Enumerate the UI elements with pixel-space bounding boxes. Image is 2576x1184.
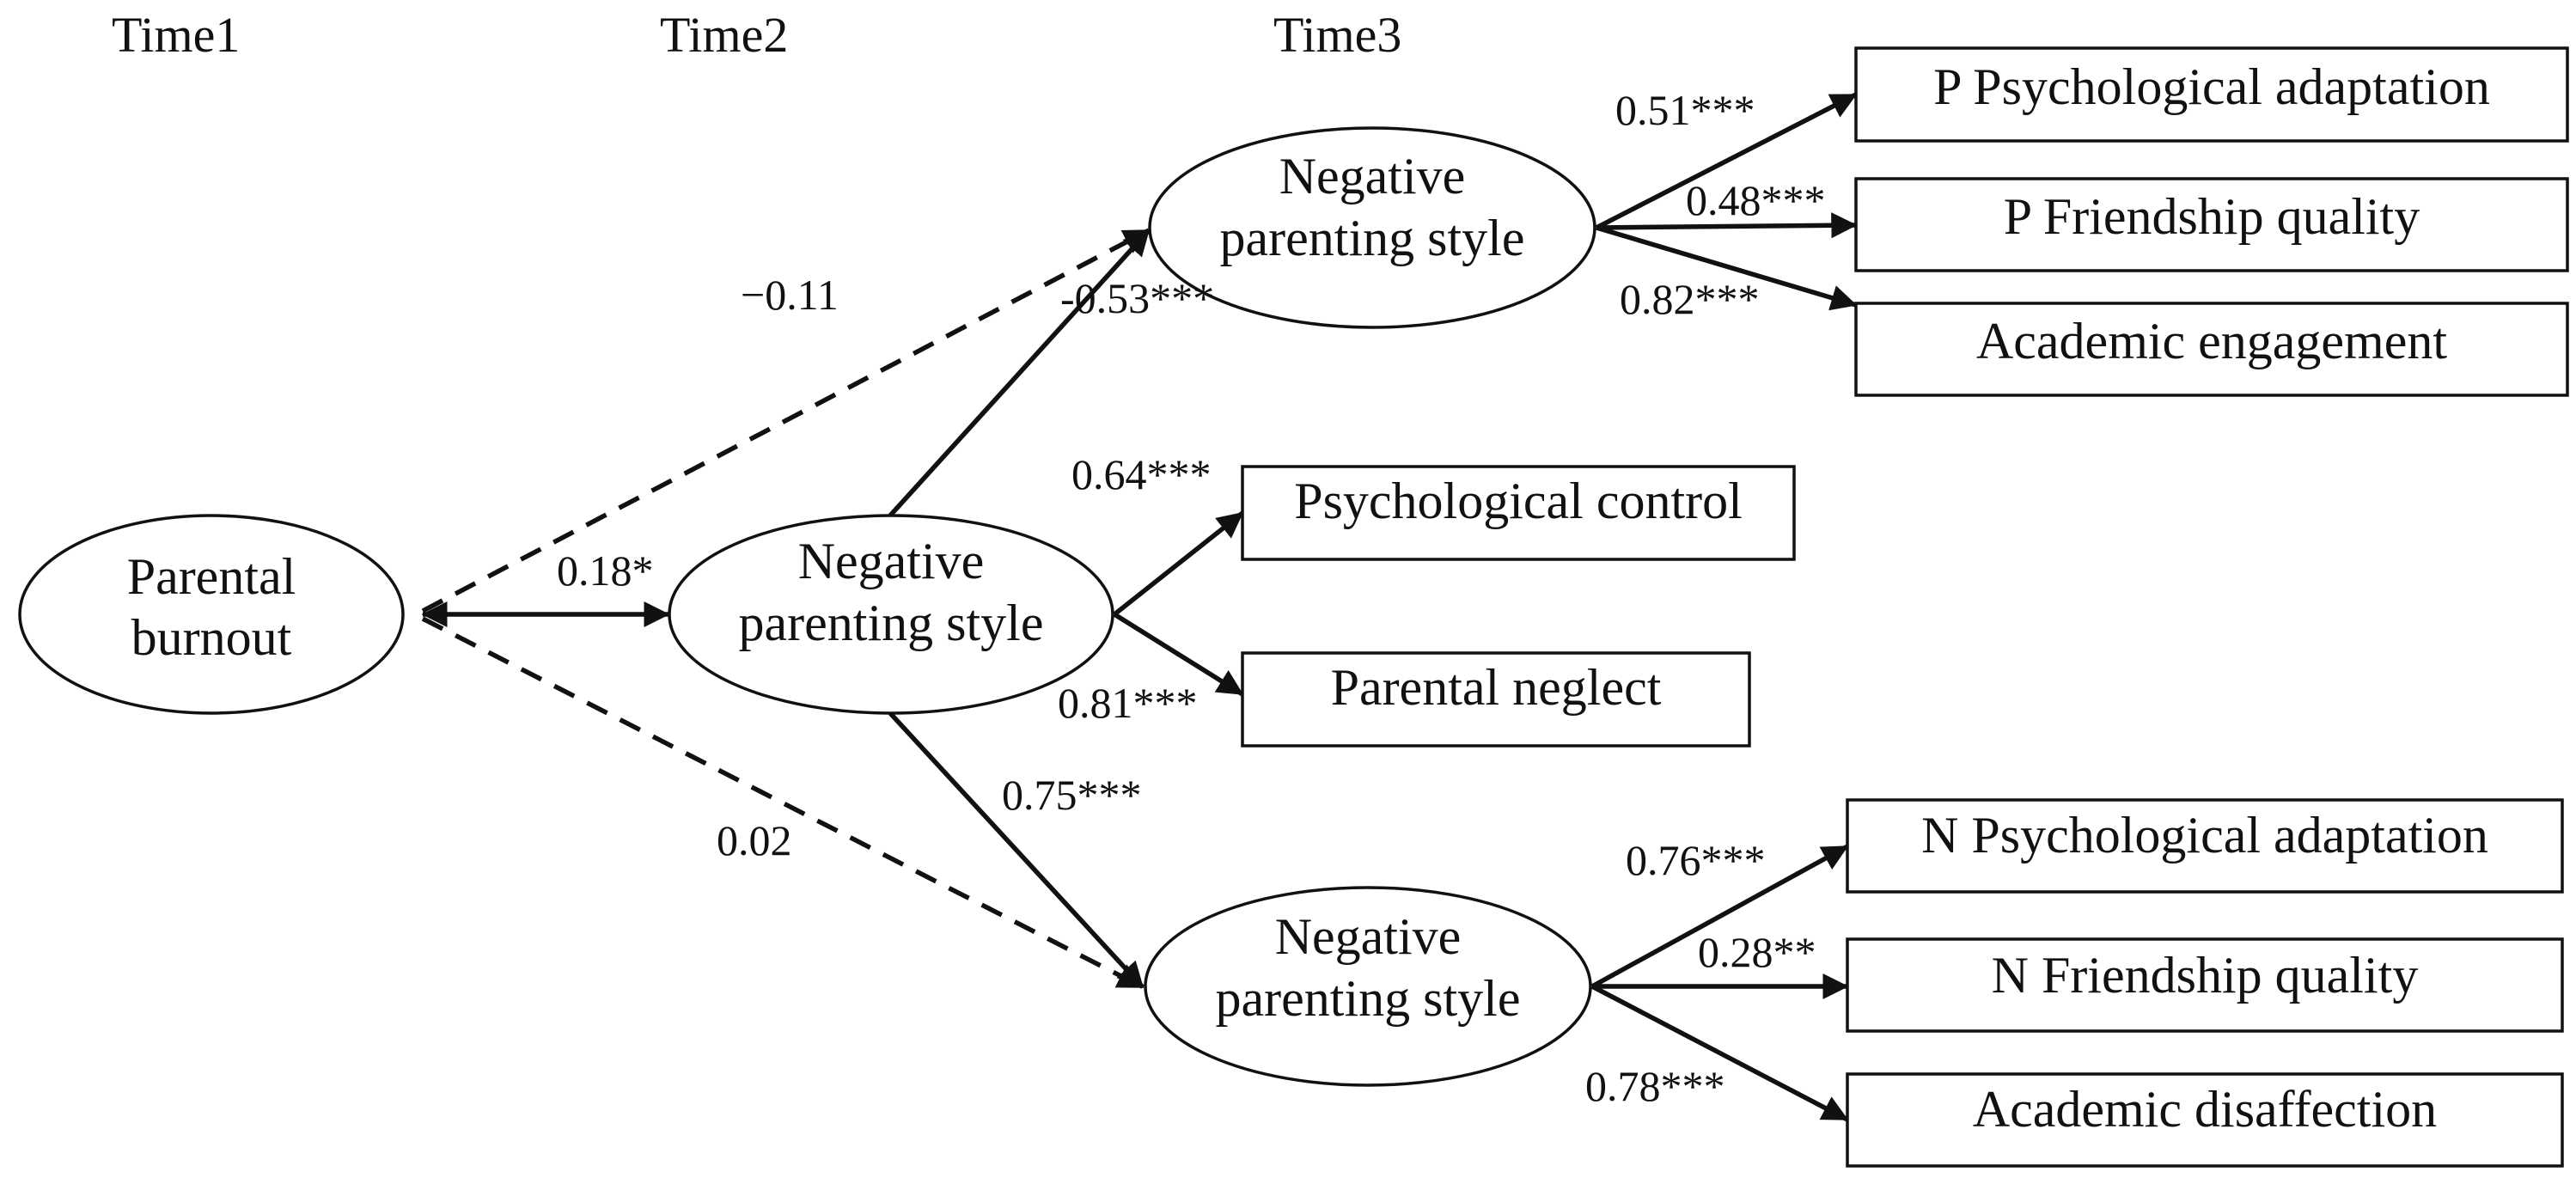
coef-academic-disaffection: 0.78*** (1585, 1062, 1725, 1110)
indicator-p-psychological-adaptation: P Psychological adaptation (1854, 46, 2569, 143)
path-top-to-p-psychological-adaptation (1595, 92, 1858, 230)
coef-nps2-to-top: -0.53*** (1060, 274, 1214, 322)
svg-text:P Psychological adaptation: P Psychological adaptation (1933, 58, 2490, 115)
svg-text:parenting style: parenting style (739, 595, 1044, 651)
path-burnout-to-bottom-negative-style (421, 616, 1145, 990)
svg-text:Academic disaffection: Academic disaffection (1973, 1081, 2437, 1138)
latent-negative-parenting-style-time3-top: Negative parenting style (1148, 126, 1596, 329)
coef-burnout-to-top: −0.11 (741, 271, 839, 319)
time2-header: Time2 (660, 7, 788, 63)
path-bottom-to-n-psychological-adaptation (1590, 844, 1849, 989)
coef-nps2-to-bottom: 0.75*** (1002, 771, 1142, 819)
latent-negative-parenting-style-time2: Negative parenting style (668, 514, 1114, 715)
time1-header: Time1 (112, 7, 240, 63)
path-nps2-to-bottom-negative-style (888, 711, 1145, 989)
svg-text:parenting style: parenting style (1216, 970, 1521, 1027)
svg-text:parenting style: parenting style (1220, 210, 1525, 266)
coef-n-friendship-quality: 0.28** (1698, 928, 1816, 976)
svg-text:P Friendship quality: P Friendship quality (2004, 188, 2420, 245)
svg-text:Negative: Negative (1279, 148, 1466, 204)
indicator-n-psychological-adaptation: N Psychological adaptation (1846, 798, 2564, 894)
coef-n-psychological-adaptation: 0.76*** (1626, 836, 1766, 884)
svg-text:N Friendship quality: N Friendship quality (1992, 947, 2419, 1004)
path-nps2-to-top-negative-style (888, 229, 1151, 517)
svg-text:burnout: burnout (131, 609, 292, 666)
time3-header: Time3 (1273, 7, 1401, 63)
indicator-psychological-control: Psychological control (1241, 465, 1796, 561)
latent-parental-burnout: Parental burnout (18, 514, 405, 715)
svg-text:Negative: Negative (798, 533, 985, 589)
path-nps2-to-psychological-control (1113, 510, 1244, 617)
indicator-p-friendship-quality: P Friendship quality (1854, 177, 2569, 272)
coef-burnout-to-bottom: 0.02 (717, 816, 792, 864)
path-top-to-p-friendship-quality (1596, 212, 1858, 239)
svg-text:Parental neglect: Parental neglect (1331, 659, 1662, 716)
indicator-parental-neglect: Parental neglect (1241, 651, 1751, 748)
path-bottom-to-academic-disaffection (1590, 984, 1849, 1122)
svg-text:Negative: Negative (1275, 908, 1462, 965)
coef-psychological-control: 0.64*** (1071, 450, 1212, 498)
coef-p-friendship-quality: 0.48*** (1686, 176, 1826, 224)
path-top-to-academic-engagement (1596, 225, 1858, 311)
latent-negative-parenting-style-time3-bottom: Negative parenting style (1144, 886, 1592, 1087)
coef-parental-neglect: 0.81*** (1058, 679, 1198, 727)
indicator-n-friendship-quality: N Friendship quality (1846, 937, 2564, 1033)
path-nps2-to-parental-neglect (1113, 612, 1244, 697)
indicator-academic-engagement: Academic engagement (1854, 302, 2569, 397)
svg-text:N Psychological adaptation: N Psychological adaptation (1921, 807, 2488, 864)
coef-p-psychological-adaptation: 0.51*** (1615, 86, 1755, 134)
indicator-academic-disaffection: Academic disaffection (1846, 1072, 2564, 1168)
svg-text:Psychological control: Psychological control (1294, 473, 1743, 529)
svg-text:Parental: Parental (127, 548, 296, 605)
path-burnout-to-top-negative-style (421, 228, 1151, 613)
coef-burnout-nps2: 0.18* (557, 546, 654, 595)
svg-text:Academic engagement: Academic engagement (1976, 313, 2447, 369)
coef-academic-engagement: 0.82*** (1620, 275, 1760, 323)
